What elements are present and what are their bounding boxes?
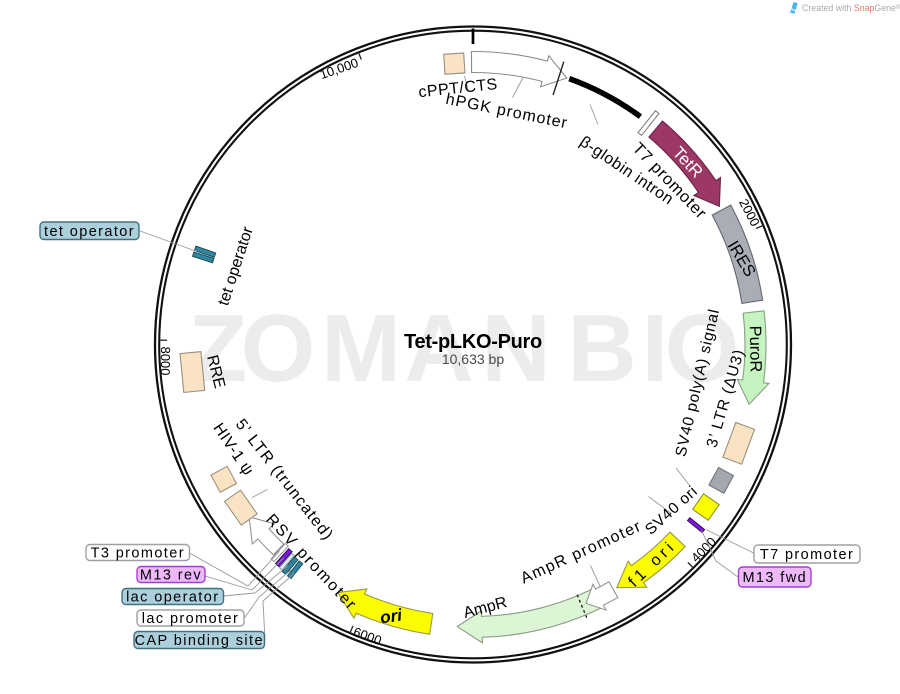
svg-text:tet operator: tet operator: [44, 224, 135, 240]
svg-text:O: O: [241, 295, 316, 402]
svg-text:PuroR: PuroR: [746, 325, 765, 372]
svg-text:8000: 8000: [158, 346, 173, 375]
svg-text:T3 promoter: T3 promoter: [91, 546, 185, 562]
svg-text:10,633 bp: 10,633 bp: [442, 351, 504, 367]
svg-text:Created with SnapGene®: Created with SnapGene®: [802, 3, 900, 13]
svg-text:T7 promoter: T7 promoter: [760, 547, 854, 563]
svg-text:CAP binding site: CAP binding site: [135, 633, 264, 649]
svg-text:ori: ori: [379, 605, 404, 627]
svg-text:M: M: [321, 295, 401, 402]
svg-text:B: B: [567, 295, 636, 402]
svg-text:Tet-pLKO-Puro: Tet-pLKO-Puro: [404, 331, 542, 353]
svg-text:lac promoter: lac promoter: [142, 611, 239, 627]
svg-text:M13 rev: M13 rev: [140, 568, 202, 584]
svg-text:lac operator: lac operator: [126, 590, 219, 606]
svg-text:M13 fwd: M13 fwd: [742, 570, 807, 586]
